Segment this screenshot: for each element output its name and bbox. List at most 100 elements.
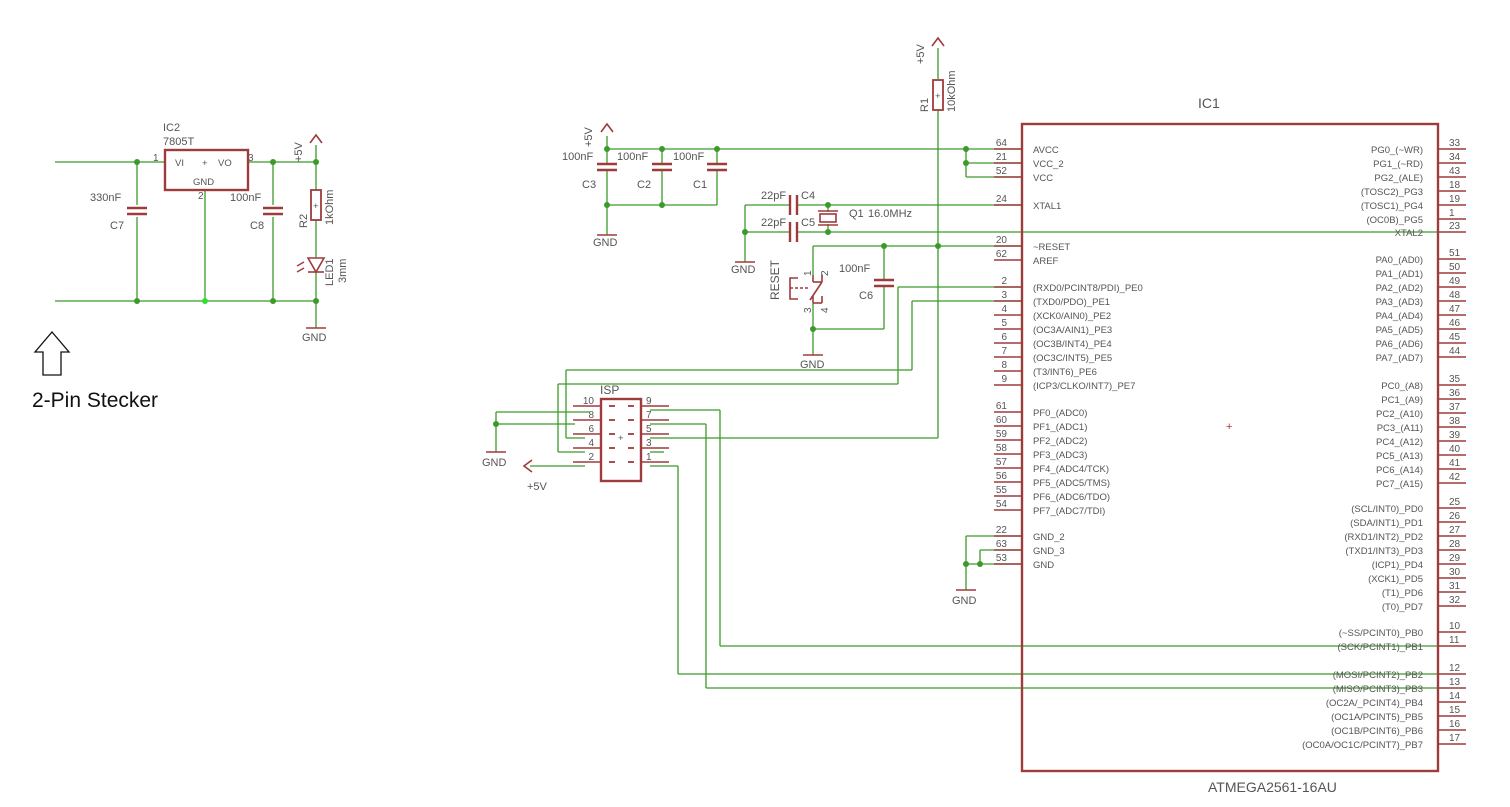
connector-label: 2-Pin Stecker [32,389,158,412]
ic1-pin-number: 63 [996,539,1008,550]
ic1-pin-label: (T0)_PD7 [1382,602,1423,613]
decoupling-section: 100nF C3 100nF C2 100nF C1 +5V GND [562,122,1022,249]
ic1-pin-number: 31 [1449,581,1461,592]
ic1-pin-number: 36 [1449,388,1461,399]
ic1-pin-label: PG1_(~RD) [1373,159,1423,170]
svg-text:+: + [935,91,941,102]
svg-text:GND: GND [482,457,507,469]
ic1-pin-label: PF4_(ADC4/TCK) [1033,464,1109,475]
led1: LED1 3mm [296,257,349,286]
ic1-pin-number: 54 [996,499,1008,510]
ic1-pin-number: 29 [1449,553,1461,564]
svg-text:GND: GND [593,237,618,249]
ic1-pin-label: PF7_(ADC7/TDI) [1033,506,1105,517]
ic1-pin-label: PF2_(ADC2) [1033,436,1087,447]
ic1-pin-number: 13 [1449,677,1461,688]
ic1-pin-label: PC4_(A12) [1376,437,1423,448]
ic1-pin-number: 32 [1449,595,1461,606]
capacitor-c1: 100nF C1 [673,151,727,191]
ic1-pin-label: PF6_(ADC6/TDO) [1033,492,1110,503]
ic1-pin-number: 6 [1001,332,1007,343]
isp-pin-number: 1 [646,452,652,463]
ic1-pin-number: 53 [996,553,1008,564]
ic1-pin-number: 11 [1449,635,1460,646]
connector-arrow-icon [33,330,71,376]
ic1-pin-label: PC6_(A14) [1376,465,1423,476]
ic1-pin-label: GND_3 [1033,546,1065,557]
ic1-pin-number: 62 [996,249,1008,260]
svg-text:C4: C4 [801,190,815,202]
capacitor-c4: 22pF C4 [761,190,815,215]
ic1-pin-number: 57 [996,457,1008,468]
ic1-pin-label: (OC0A/OC1C/PCINT7)_PB7 [1302,740,1423,751]
ic2-value: 7805T [163,136,194,148]
ic1-pin-label: VCC [1033,173,1053,184]
isp-pin-number: 5 [646,424,652,435]
ic1-pin-number: 35 [1449,374,1461,385]
c8-value: 100nF [230,192,261,204]
ic1-pin-label: (ICP1)_PD4 [1372,560,1423,571]
led1-name: LED1 [324,258,336,286]
vcc-symbol-caps: +5V [583,122,614,147]
ic1-pin-label: ~RESET [1033,242,1070,253]
ic1-pin-label: XTAL1 [1033,201,1061,212]
ic1-pin-label: (TOSC1)_PG4 [1361,201,1423,212]
ic1-pin-label: PA2_(AD2) [1376,283,1423,294]
ic1-pin-number: 41 [1449,458,1461,469]
svg-text:+: + [202,158,208,169]
microcontroller-ic1: IC1 ATMEGA2561-16AU + 64AVCC21VCC_252VCC… [994,95,1466,795]
ic1-pin-number: 56 [996,471,1008,482]
ic1-pin-number: 59 [996,429,1008,440]
ic1-pin-number: 38 [1449,416,1461,427]
ic1-pin-number: 48 [1449,290,1461,301]
vcc-symbol-ps: +5V [293,133,323,162]
ic1-pin-number: 2 [1001,276,1007,287]
ic1-pin-label: (SCL/INT0)_PD0 [1351,504,1423,515]
ic1-pin-label: (SDA/INT1)_PD1 [1350,518,1423,529]
r2-value: 1kOhm [324,190,336,225]
ic1-pin-label: GND [1033,560,1054,571]
svg-text:+5V: +5V [293,141,305,162]
ic1-pin-number: 45 [1449,332,1461,343]
svg-text:C3: C3 [582,179,596,191]
ic1-pin-number: 16 [1449,719,1461,730]
ic2-pin3: 3 [248,153,254,164]
isp-wiring [493,286,1438,689]
ic1-pin-label: PC5_(A13) [1376,451,1423,462]
ic1-pin-label: PC1_(A9) [1381,395,1423,406]
vcc-symbol-reset: +5V [915,36,945,80]
ic1-pin-number: 40 [1449,444,1461,455]
ic1-pin-label: PC3_(A11) [1377,423,1423,434]
ic1-pin-number: 64 [996,138,1008,149]
svg-text:C5: C5 [801,217,815,229]
ic1-pin-number: 1 [1449,208,1455,219]
ic1-pin-number: 21 [996,152,1008,163]
isp-pin-number: 3 [646,438,652,449]
svg-text:C2: C2 [637,179,651,191]
svg-text:100nF: 100nF [562,151,593,163]
ic1-pin-number: 39 [1449,430,1461,441]
voltage-regulator-ic2: IC2 7805T VI VO + GND 1 2 3 [153,122,254,202]
svg-text:10kOhm: 10kOhm [946,70,958,112]
ic1-pin-label: (OC3B/INT4)_PE4 [1033,339,1112,350]
ic1-pin-label: (~SS/PCINT0)_PB0 [1339,628,1423,639]
svg-text:4: 4 [820,307,831,313]
ic1-pin-label: (OC1B/PCINT6)_PB6 [1331,726,1423,737]
ic1-pin-number: 51 [1449,248,1461,259]
capacitor-c2: 100nF C2 [617,151,672,191]
ic1-pin-number: 5 [1001,318,1007,329]
svg-text:100nF: 100nF [839,263,870,275]
isp-pin-number: 10 [583,396,595,407]
ic1-pin-label: (XCK1)_PD5 [1368,574,1423,585]
ic2-pin2: 2 [198,191,204,202]
ic1-pin-label: (TXD1/INT3)_PD3 [1345,546,1423,557]
ic1-pin-number: 23 [1449,221,1461,232]
svg-text:22pF: 22pF [761,190,786,202]
ic1-pin-number: 33 [1449,138,1461,149]
ic1-pin-number: 30 [1449,567,1461,578]
ic1-pin-number: 8 [1001,360,1007,371]
ic1-pin-label: PF1_(ADC1) [1033,422,1087,433]
ic1-pin-number: 19 [1449,194,1461,205]
